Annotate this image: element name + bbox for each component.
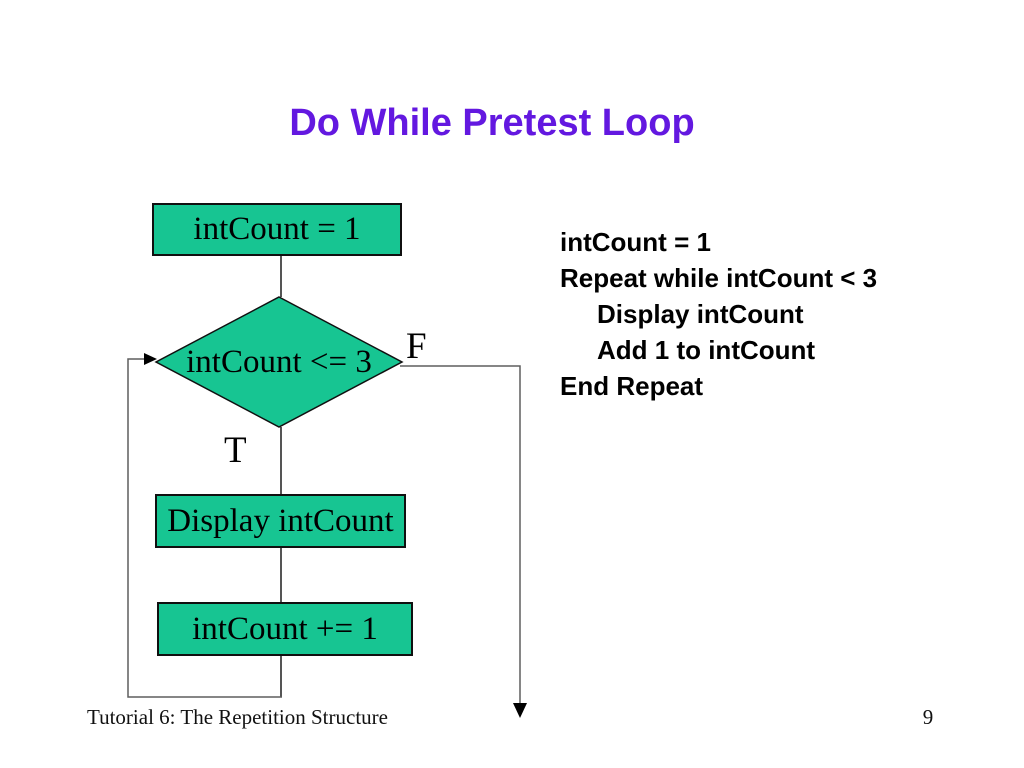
false-branch-arrowhead [513, 703, 527, 718]
pseudocode-line: Repeat while intCount < 3 [560, 263, 878, 293]
start-box-label: intCount = 1 [193, 211, 361, 247]
slide-title: Do While Pretest Loop [289, 102, 695, 144]
flowchart-display-box: Display intCount [155, 494, 406, 548]
false-branch-line [400, 365, 521, 706]
loop-back-line [127, 358, 282, 698]
increment-box-label: intCount += 1 [192, 610, 378, 647]
display-box-label: Display intCount [167, 502, 394, 539]
footer-title: Tutorial 6: The Repetition Structure [87, 705, 388, 729]
false-branch-label: F [406, 326, 427, 367]
pseudocode-line: Display intCount [597, 299, 804, 329]
loop-back-arrowhead [144, 353, 157, 365]
flowchart-start-box: intCount = 1 [152, 203, 402, 256]
pseudocode-block: intCount = 1 Repeat while intCount < 3 D… [560, 224, 877, 404]
pseudocode-line: intCount = 1 [560, 227, 711, 257]
pseudocode-line: Add 1 to intCount [597, 335, 816, 365]
pseudocode-line: End Repeat [560, 371, 704, 401]
page-number: 9 [922, 705, 934, 729]
true-branch-label: T [224, 430, 247, 471]
flowchart-increment-box: intCount += 1 [157, 602, 413, 656]
decision-diamond-shape [154, 296, 404, 428]
decision-diamond-label: intCount <= 3 [186, 344, 372, 380]
